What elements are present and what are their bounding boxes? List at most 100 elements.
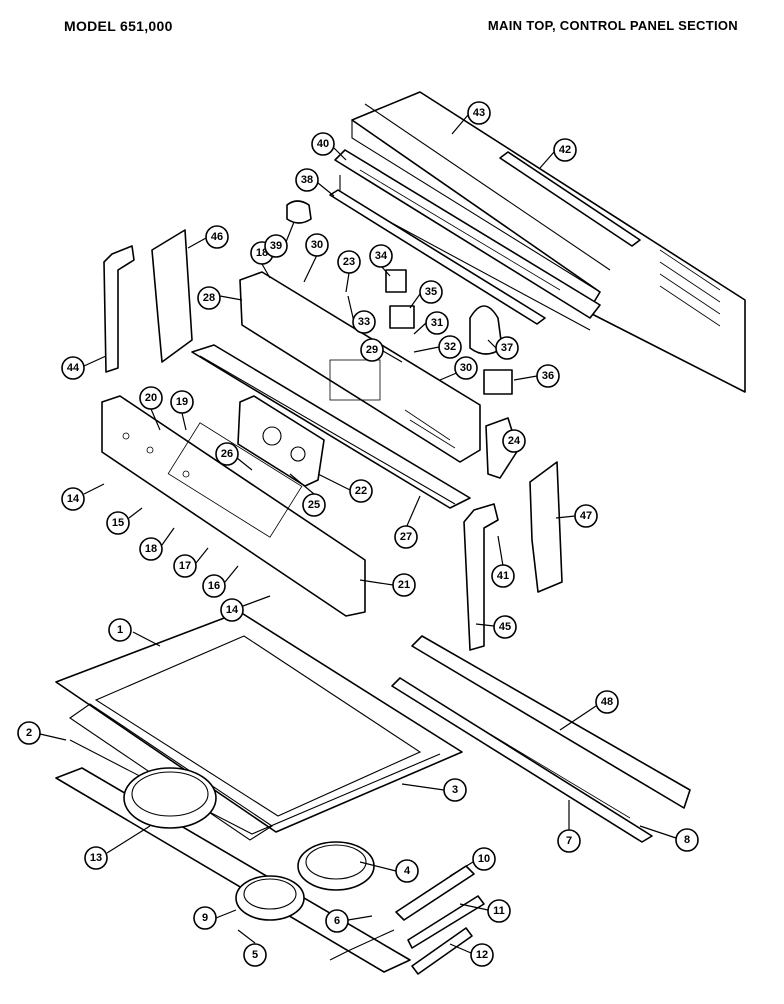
svg-text:25: 25 [308,499,320,511]
svg-text:27: 27 [400,531,412,543]
svg-text:48: 48 [601,696,613,708]
svg-text:15: 15 [112,517,124,529]
svg-text:23: 23 [343,256,355,268]
top-trim-strip [499,151,641,247]
callout: 35 [409,280,443,309]
svg-text:5: 5 [252,949,258,961]
right-side-trim [463,503,499,651]
callout: 38 [295,168,335,197]
callout: 44 [61,355,107,380]
callout: 40 [311,132,347,161]
callout: 36 [513,364,560,388]
svg-text:26: 26 [221,448,233,460]
lower-chassis [55,767,411,973]
svg-text:37: 37 [501,342,513,354]
svg-text:43: 43 [473,107,485,119]
glass-cooktop [69,739,441,835]
callout: 15 [106,507,143,535]
svg-text:40: 40 [317,138,329,150]
svg-text:12: 12 [476,949,488,961]
switch-knob [286,200,312,224]
left-end-cap [151,229,193,363]
svg-text:11: 11 [493,905,505,917]
left-side-trim [103,245,135,373]
right-end-cap [529,461,563,593]
svg-text:20: 20 [145,392,157,404]
callout: 14 [61,483,105,511]
callout: 11 [459,899,511,923]
svg-text:46: 46 [211,231,223,243]
svg-text:6: 6 [334,915,340,927]
svg-text:22: 22 [355,485,367,497]
svg-text:33: 33 [358,316,370,328]
svg-text:39: 39 [270,240,282,252]
callout: 14 [220,595,271,622]
svg-text:13: 13 [90,852,102,864]
section-title: MAIN TOP, CONTROL PANEL SECTION [487,18,738,33]
backguard-bracket [334,149,601,331]
svg-text:18: 18 [145,543,157,555]
callout: 37 [487,336,519,360]
svg-text:41: 41 [497,570,509,582]
svg-text:47: 47 [580,510,592,522]
svg-text:14: 14 [67,493,80,505]
tube-rod [329,189,546,325]
svg-text:35: 35 [425,286,437,298]
svg-text:16: 16 [208,580,220,592]
svg-text:28: 28 [203,292,215,304]
svg-text:30: 30 [460,362,472,374]
callout: 8 [639,825,699,852]
svg-text:32: 32 [444,341,456,353]
callout: 28 [197,286,243,310]
callout: 9 [193,906,237,930]
svg-text:19: 19 [176,396,188,408]
callout: 20 [139,386,163,431]
callout: 21 [359,573,416,597]
callout: 12 [449,943,494,967]
callout: 22 [317,473,373,503]
panel-trim-rail [191,344,471,509]
callout: 6 [325,909,373,933]
svg-text:45: 45 [499,621,511,633]
svg-text:1: 1 [117,624,123,636]
front-rail [391,635,691,843]
callout: 48 [559,690,619,731]
callout: 3 [401,778,467,802]
callout: 24 [502,429,526,453]
callout: 31 [413,311,449,335]
rear-panel [351,91,746,393]
svg-text:31: 31 [431,317,443,329]
callout: 17 [173,547,209,578]
callout: 39 [264,221,295,258]
callout: 43 [451,101,491,135]
callout: 13 [84,825,151,870]
svg-text:7: 7 [566,835,572,847]
callout: 26 [215,442,253,471]
callout: 25 [289,473,326,517]
callout: 5 [237,929,267,967]
callout: 30 [439,356,478,381]
svg-text:42: 42 [559,144,571,156]
control-panel-front [101,395,366,617]
relay-switch [385,269,513,395]
callout: 16 [202,565,239,598]
svg-text:44: 44 [67,362,80,374]
callout: 41 [491,535,515,588]
svg-text:14: 14 [226,604,239,616]
callout: 30 [303,233,329,283]
callout: 18 [139,527,175,561]
callout: 27 [394,495,421,549]
callout: 19 [170,390,194,431]
svg-text:34: 34 [375,250,388,262]
callout: 29 [360,338,403,363]
callout: 10 [449,847,496,877]
svg-text:17: 17 [179,560,191,572]
svg-text:24: 24 [508,435,521,447]
svg-text:4: 4 [404,865,411,877]
callout: 45 [475,615,517,639]
svg-text:2: 2 [26,727,32,739]
clock-module [237,395,325,487]
svg-text:38: 38 [301,174,313,186]
callout: 4 [359,859,419,883]
